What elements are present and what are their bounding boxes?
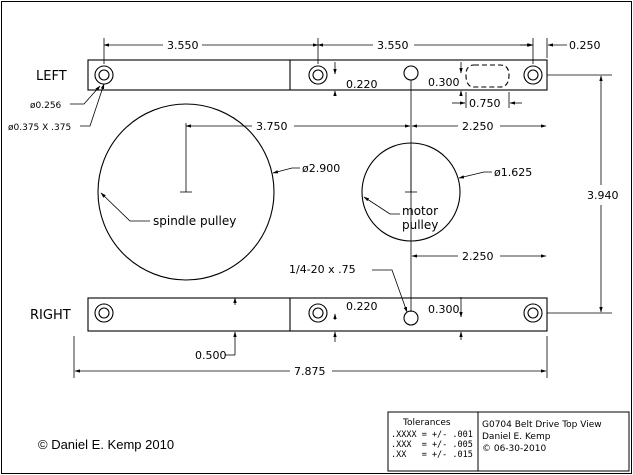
dim-motor-offset-top: 2.250 <box>462 120 494 133</box>
adjust-slot <box>465 64 510 88</box>
drawing-title: G0704 Belt Drive Top View <box>482 420 602 430</box>
drawing-date: © 06-30-2010 <box>482 444 546 454</box>
dim-overall-length: 7.875 <box>294 365 326 378</box>
dim-edge-offset: 0.250 <box>569 39 601 52</box>
tolerance-xx: .XX = +/- .015 <box>391 450 473 460</box>
motor-pulley-label-line2: pulley <box>402 218 438 232</box>
tolerance-xxxx: .XXXX = +/- .001 <box>391 430 473 440</box>
callout-counterbore: ø0.375 X .375 <box>8 123 71 133</box>
callout-motor-diameter: ø1.625 <box>494 166 532 179</box>
right-bar <box>87 297 548 332</box>
dim-hole-offset-right-bar-2: 0.300 <box>428 303 460 316</box>
copyright-text: © Daniel E. Kemp 2010 <box>38 437 174 452</box>
dim-span-left: 3.550 <box>167 39 199 52</box>
tolerance-xxx: .XXX = +/- .005 <box>391 440 473 450</box>
tolerances-heading: Tolerances <box>402 418 451 428</box>
dim-bar-width: 0.500 <box>195 349 227 362</box>
right-side-label: RIGHT <box>30 308 71 323</box>
dim-motor-offset-bottom: 2.250 <box>462 250 494 263</box>
left-bar <box>87 59 548 91</box>
callout-spindle-diameter: ø2.900 <box>302 162 340 175</box>
spindle-pulley-label: spindle pulley <box>153 214 236 228</box>
dim-hole-offset-left-bar: 0.220 <box>346 78 378 91</box>
dim-bar-spacing: 3.940 <box>587 189 619 202</box>
callout-hole-diameter: ø0.256 <box>30 101 62 111</box>
dim-span-right: 3.550 <box>377 39 409 52</box>
drawing-author: Daniel E. Kemp <box>482 432 551 442</box>
dim-pulley-center-distance: 3.750 <box>256 120 288 133</box>
title-block <box>387 411 630 472</box>
dim-hole-offset-right-bar: 0.220 <box>346 300 378 313</box>
spindle-pulley <box>97 103 275 281</box>
dim-slot-length: 0.750 <box>469 97 501 110</box>
dim-hole-offset-left-bar-2: 0.300 <box>428 76 460 89</box>
motor-pulley-label-line1: motor <box>402 204 438 218</box>
left-side-label: LEFT <box>36 69 67 84</box>
callout-thread-spec: 1/4-20 x .75 <box>289 263 356 276</box>
